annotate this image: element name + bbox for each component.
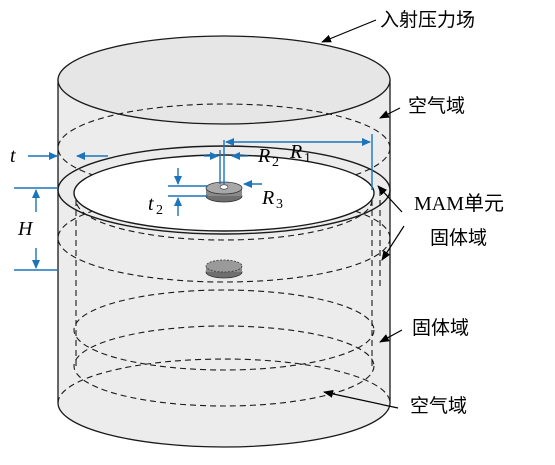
svg-text:2: 2: [156, 203, 163, 218]
svg-text:1: 1: [304, 151, 311, 166]
dashed-ellipse-lower: [73, 289, 375, 371]
dashed-ellipse-base-inner: [73, 325, 375, 407]
dimension-annotations: [14, 134, 373, 271]
svg-text:2: 2: [272, 155, 279, 170]
label-air-domain-top: 空气域: [408, 95, 465, 117]
leader-lines: [321, 19, 405, 409]
label-incident-field: 入射压力场: [380, 9, 475, 31]
dashed-ellipse-upper: [57, 103, 391, 193]
symbol-r3: R 3: [261, 187, 283, 212]
symbol-r1: R 1: [289, 141, 311, 166]
svg-text:R: R: [289, 141, 302, 163]
leader-mam-unit-2: [381, 225, 405, 261]
svg-text:R: R: [257, 145, 270, 167]
leader-air-domain-top: [379, 107, 401, 119]
svg-text:R: R: [261, 187, 274, 209]
symbol-t2: t 2: [148, 193, 163, 218]
leader-incident-field: [321, 19, 377, 43]
label-mam-unit-line2: 固体域: [430, 227, 487, 249]
symbol-t: t: [10, 145, 16, 167]
mam-unit-top: [205, 181, 243, 203]
mam-unit-lower: [205, 259, 243, 279]
leader-solid-domain: [379, 329, 403, 343]
outer-cylinder: [57, 35, 391, 448]
svg-text:t: t: [148, 193, 154, 215]
leader-mam-unit-1: [377, 185, 403, 213]
svg-text:3: 3: [276, 197, 283, 212]
symbol-h: H: [17, 218, 34, 240]
leader-air-domain-bottom: [323, 389, 399, 409]
cylinder-top-face: [57, 35, 391, 125]
label-air-domain-bottom: 空气域: [410, 395, 467, 417]
symbol-r2: R 2: [257, 145, 279, 170]
dashed-ellipse-ring-bottom: [57, 193, 391, 283]
label-solid-domain: 固体域: [412, 317, 469, 339]
label-mam-unit-line1: MAM单元: [414, 192, 504, 215]
